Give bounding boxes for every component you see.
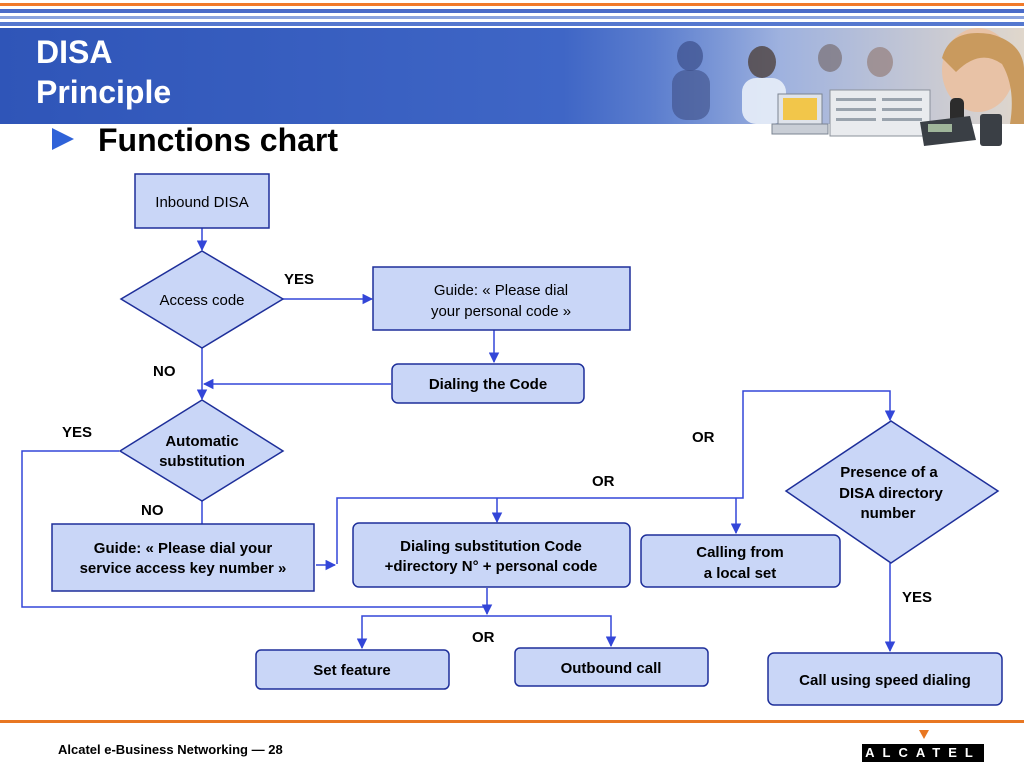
edge-split-outbound — [487, 615, 617, 648]
node-outbound-call: Outbound call — [514, 647, 709, 687]
edge-merge-vertical — [336, 390, 896, 564]
alcatel-logo: ALCATEL — [862, 728, 984, 762]
node-presence-line1: Presence of a — [840, 464, 938, 481]
node-calling-local-line1: Calling from — [696, 544, 784, 561]
label-no-access: NO — [153, 363, 176, 380]
node-guide-service-line2: service access key number » — [80, 560, 287, 577]
label-yes-access: YES — [284, 271, 314, 288]
node-dialing-sub-line2: +directory N° + personal code — [385, 558, 598, 575]
header-stripes — [0, 0, 1024, 28]
node-dialing-sub-line1: Dialing substitution Code — [400, 538, 582, 555]
footer-caption: Alcatel e-Business Networking — 28 — [58, 742, 283, 757]
node-guide-personal-line1: Guide: « Please dial — [434, 282, 568, 299]
node-auto-line1: Automatic — [165, 433, 238, 450]
node-guide-service-line1: Guide: « Please dial your — [94, 540, 273, 557]
page-title: DISA Principle — [36, 32, 171, 112]
node-dialing-code: Dialing the Code — [391, 363, 585, 404]
footer-rule — [0, 720, 1024, 723]
node-calling-local-set: Calling from a local set — [640, 534, 841, 588]
node-automatic-substitution: Automatic substitution — [118, 399, 285, 502]
title-line-2: Principle — [36, 74, 172, 110]
section-title: Functions chart — [98, 122, 339, 158]
node-presence-disa-number: Presence of a DISA directory number — [784, 420, 1000, 564]
node-access-code: Access code — [119, 250, 285, 349]
node-set-feature-label: Set feature — [313, 662, 391, 679]
node-access-code-label: Access code — [159, 292, 244, 309]
logo-triangle-icon — [919, 730, 929, 739]
node-presence-line3: number — [860, 505, 915, 522]
node-set-feature: Set feature — [255, 649, 450, 690]
node-inbound-disa: Inbound DISA — [134, 173, 270, 229]
label-or-bottom: OR — [472, 629, 495, 646]
node-guide-personal-line2: your personal code » — [431, 303, 571, 320]
label-no-auto: NO — [141, 502, 164, 519]
node-dialing-substitution: Dialing substitution Code +directory N° … — [352, 522, 631, 588]
node-dialing-code-label: Dialing the Code — [429, 376, 547, 393]
connector-lines — [21, 228, 896, 653]
header-photo-image — [650, 28, 1024, 146]
triangle-bullet-icon — [52, 128, 74, 150]
label-yes-auto: YES — [62, 424, 92, 441]
node-auto-line2: substitution — [159, 453, 245, 470]
label-yes-presence: YES — [902, 589, 932, 606]
node-inbound-disa-label: Inbound DISA — [155, 194, 248, 211]
logo-wordmark: ALCATEL — [862, 744, 984, 762]
title-line-1: DISA — [36, 34, 113, 70]
node-calling-local-line2: a local set — [704, 565, 777, 582]
label-or-top: OR — [692, 429, 715, 446]
edge-labels: YES NO YES NO OR OR OR YES — [62, 271, 932, 646]
edge-auto-yes-loop — [21, 450, 487, 608]
node-guide-service-key: Guide: « Please dial your service access… — [51, 523, 315, 592]
node-presence-line2: DISA directory — [839, 485, 943, 502]
edge-split-set-feature — [356, 615, 487, 650]
node-guide-personal-code: Guide: « Please dial your personal code … — [372, 266, 631, 331]
node-outbound-call-label: Outbound call — [561, 660, 662, 677]
node-speed-dialing-label: Call using speed dialing — [799, 672, 971, 689]
node-call-speed-dialing: Call using speed dialing — [767, 652, 1003, 706]
label-or-mid: OR — [592, 473, 615, 490]
